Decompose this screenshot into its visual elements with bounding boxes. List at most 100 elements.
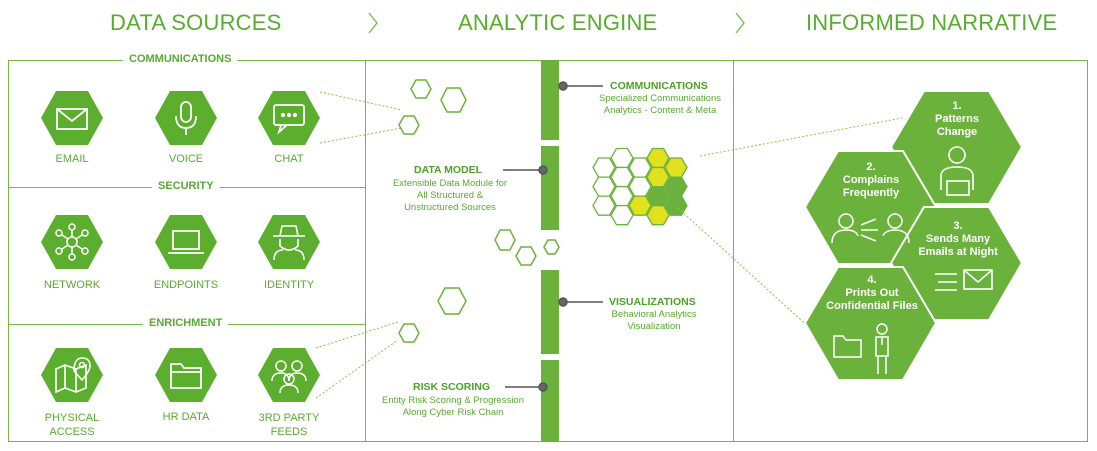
source-label-voice: VOICE [168, 153, 204, 165]
informed-narrative-panel [734, 60, 1088, 442]
engine-bar [541, 60, 559, 140]
step-1-num: 1. [952, 100, 962, 112]
honeycomb-cell [610, 185, 634, 207]
engine-bar [541, 270, 559, 354]
step-1-line2: Change [936, 126, 978, 138]
honeycomb-cell [628, 195, 652, 216]
step-4-hex [803, 266, 938, 381]
risk-scoring-desc-2: Along Cyber Risk Chain [402, 407, 504, 418]
honeycomb-cell [664, 195, 688, 216]
visualizations-desc-1: Behavioral Analytics [611, 309, 697, 320]
third-party-feeds-hex [258, 348, 320, 402]
connector-line [319, 127, 403, 144]
data-model-desc-2: All Structured & [417, 190, 483, 201]
honeycomb-cell [646, 166, 670, 188]
honeycomb-grid [592, 147, 688, 226]
risk-scoring-desc: Entity Risk Scoring & Progression Along … [366, 395, 540, 419]
header-informed-narrative: INFORMED NARRATIVE [806, 10, 1058, 35]
communications-desc-2: Analytics - Content & Meta [603, 105, 717, 116]
source-label-3rd-line1: 3RD PARTY [258, 412, 320, 424]
narrative-hexes [803, 90, 1024, 381]
section-title-enrichment: ENRICHMENT [143, 317, 229, 329]
source-label-identity: IDENTITY [263, 279, 315, 291]
people-icon [271, 360, 307, 394]
person-folder-icon [833, 323, 889, 374]
connector-line [319, 91, 403, 111]
map-pin-icon [55, 357, 91, 394]
section-title-security: SECURITY [152, 180, 220, 192]
arguing-people-icon [831, 213, 910, 244]
source-label-endpoints: ENDPOINTS [153, 279, 219, 291]
chat-hex [258, 91, 320, 145]
voice-hex [155, 91, 217, 145]
visualizations-desc: Behavioral Analytics Visualization [588, 309, 720, 333]
source-label-physical-line1: PHYSICAL [44, 412, 100, 424]
visualizations-title: VISUALIZATIONS [609, 296, 696, 308]
data-model-desc-3: Unstructured Sources [404, 202, 496, 213]
source-label-email: EMAIL [55, 153, 89, 165]
connector-line [315, 321, 399, 349]
identity-hex [258, 215, 320, 269]
email-hex [41, 91, 103, 145]
spy-icon [273, 225, 305, 261]
step-3-text: 3. Sends Many Emails at Night [916, 220, 1000, 259]
chat-bubble-icon [273, 104, 305, 135]
header-analytic-engine: ANALYTIC ENGINE [458, 10, 658, 35]
step-3-num: 3. [953, 220, 963, 232]
honeycomb-cell [628, 176, 652, 197]
step-1-line1: Patterns [934, 113, 980, 125]
step-3-hex [889, 206, 1024, 321]
step-2-line2: Frequently [842, 187, 900, 199]
physical-access-hex [41, 348, 103, 402]
chevron-right-icon [368, 12, 378, 34]
source-label-network: NETWORK [43, 279, 101, 291]
communications-title: COMMUNICATIONS [610, 80, 708, 92]
source-label-chat: CHAT [274, 153, 304, 165]
network-icon [55, 223, 89, 261]
source-label-hr-data: HR DATA [162, 411, 210, 423]
honeycomb-cell [592, 157, 616, 178]
connector-line [315, 339, 399, 399]
header-data-sources: DATA SOURCES [110, 10, 282, 35]
step-1-text: 1. Patterns Change [926, 100, 988, 139]
network-hex [41, 215, 103, 269]
connector-line [677, 207, 859, 373]
honeycomb-cell [592, 195, 616, 216]
communications-desc: Specialized Communications Analytics - C… [590, 93, 730, 117]
envelope-icon [935, 269, 993, 291]
microphone-icon [175, 101, 197, 135]
honeycomb-cell [592, 176, 616, 197]
honeycomb-cell [646, 147, 670, 169]
engine-hex-cluster [398, 79, 560, 343]
step-2-num: 2. [866, 161, 876, 173]
honeycomb-cell [610, 166, 634, 188]
hr-data-hex [155, 348, 217, 402]
engine-bar [541, 146, 559, 230]
step-3-line1: Sends Many [925, 233, 991, 245]
step-4-line1: Prints Out [845, 287, 899, 299]
honeycomb-cell [628, 157, 652, 178]
endpoints-hex [155, 215, 217, 269]
visualizations-desc-2: Visualization [627, 321, 681, 332]
folder-icon [170, 363, 202, 389]
step-2-text: 2. Complains Frequently [830, 161, 912, 200]
honeycomb-cell [646, 185, 670, 207]
honeycomb-cell [610, 147, 634, 169]
source-label-third-party-feeds: 3RD PARTY FEEDS [249, 411, 329, 439]
step-4-text: 4. Prints Out Confidential Files [822, 274, 922, 313]
laptop-icon [168, 230, 204, 254]
engine-bar [541, 360, 559, 442]
person-laptop-icon [940, 146, 974, 196]
section-title-communications: COMMUNICATIONS [123, 53, 238, 65]
honeycomb-cell [664, 157, 688, 178]
step-2-line1: Complains [842, 174, 900, 186]
risk-scoring-desc-1: Entity Risk Scoring & Progression [381, 395, 525, 406]
data-model-desc: Extensible Data Module for All Structure… [380, 178, 520, 214]
source-label-3rd-line2: FEEDS [270, 426, 308, 438]
chevron-right-icon [735, 12, 745, 34]
risk-scoring-title: RISK SCORING [413, 381, 491, 393]
step-4-line2: Confidential Files [826, 300, 918, 312]
honeycomb-cell [664, 176, 688, 197]
step-4-num: 4. [867, 274, 877, 286]
